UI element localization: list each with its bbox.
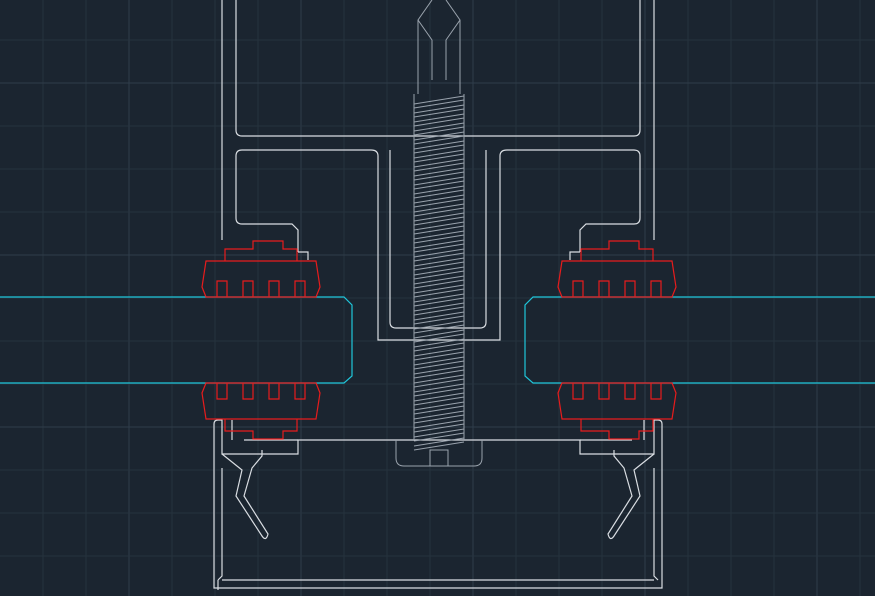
- screw-thread: [413, 131, 465, 145]
- screw-thread: [413, 383, 465, 397]
- gasket-upper-left: [201, 240, 321, 298]
- self-drilling-screw: [395, 0, 483, 467]
- mullion-outer-wall: [221, 0, 655, 240]
- screw-thread: [413, 284, 465, 298]
- screw-thread: [413, 140, 465, 154]
- screw-thread: [413, 185, 465, 199]
- pressure-plate-rib-right: [580, 420, 645, 441]
- screw-thread: [413, 239, 465, 253]
- mullion-nose-right: [569, 251, 580, 260]
- cover-cap-leg-right: [607, 450, 655, 540]
- screw-thread: [413, 230, 465, 244]
- screw-thread: [413, 257, 465, 271]
- screw-thread: [413, 95, 465, 109]
- screw-thread: [413, 122, 465, 136]
- screw-thread: [413, 158, 465, 172]
- screw-thread: [413, 167, 465, 181]
- screw-thread: [413, 194, 465, 208]
- screw-port: [389, 150, 487, 329]
- screw-thread: [413, 410, 465, 424]
- screw-thread: [413, 428, 465, 442]
- screw-thread: [413, 248, 465, 262]
- screw-thread: [413, 311, 465, 325]
- screw-thread: [413, 365, 465, 379]
- pressure-plate-and-cover-cap: [213, 419, 663, 590]
- screw-thread: [413, 104, 465, 118]
- mullion-lower-chamber: [235, 149, 641, 341]
- screw-thread: [413, 347, 465, 361]
- screw-drill-tip: [417, 0, 461, 94]
- screw-thread: [413, 320, 465, 334]
- screw-thread: [413, 392, 465, 406]
- screw-head: [395, 440, 483, 467]
- screw-thread: [413, 176, 465, 190]
- screw-thread: [413, 212, 465, 226]
- screw-thread: [413, 266, 465, 280]
- screw-thread: [413, 302, 465, 316]
- screw-thread: [413, 338, 465, 352]
- screw-thread: [413, 113, 465, 127]
- screw-thread: [413, 419, 465, 433]
- screw-thread: [413, 356, 465, 370]
- cover-cap-leg-left: [221, 450, 269, 540]
- pressure-plate: [213, 419, 663, 589]
- screw-thread: [413, 203, 465, 217]
- screw-thread: [413, 149, 465, 163]
- mullion-nose-left: [298, 251, 309, 260]
- pressure-plate-rib-left: [231, 420, 298, 441]
- screw-thread: [413, 221, 465, 235]
- glass-panel-right: [524, 296, 875, 384]
- gasket-lower-left: [201, 382, 321, 440]
- glass-panel-left: [0, 296, 353, 384]
- screw-thread: [413, 401, 465, 415]
- screw-thread: [413, 437, 465, 451]
- gasket-lower-right: [557, 382, 677, 440]
- screw-thread: [413, 293, 465, 307]
- cover-cap-inner: [217, 468, 659, 590]
- gaskets: [201, 240, 677, 440]
- mullion-upper-chamber: [235, 0, 641, 137]
- screw-thread: [413, 275, 465, 289]
- screw-thread: [413, 329, 465, 343]
- screw-thread: [413, 374, 465, 388]
- gasket-upper-right: [557, 240, 677, 298]
